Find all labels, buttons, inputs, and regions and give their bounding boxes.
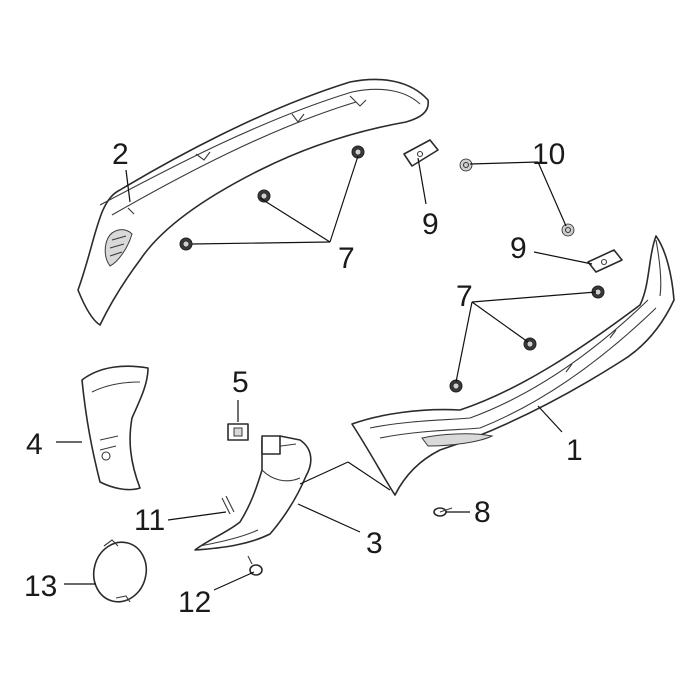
callout-4: 4 — [26, 428, 43, 461]
callout-3: 3 — [366, 527, 383, 560]
part-10-nut-lower — [561, 223, 575, 237]
callout-12: 12 — [178, 586, 211, 619]
part-5-clip — [227, 423, 249, 441]
part-12-screw — [247, 555, 263, 576]
part-9-upper-tab — [403, 139, 439, 167]
part-9-lower-tab — [587, 249, 623, 273]
callout-8: 8 — [474, 496, 491, 529]
callout-7-upper: 7 — [338, 242, 355, 275]
part-7-grommet — [351, 145, 365, 159]
callout-labels: 1 2 3 4 5 7 7 8 9 9 10 11 12 13 — [24, 138, 583, 619]
leader-lines — [56, 155, 597, 591]
callout-9-lower: 9 — [510, 232, 527, 265]
callout-2: 2 — [112, 138, 129, 171]
part-3-lower-bracket — [194, 435, 312, 551]
part-4-inner-cover — [81, 365, 149, 491]
part-11-pin — [221, 495, 235, 515]
callout-9-upper: 9 — [422, 208, 439, 241]
callout-1: 1 — [566, 434, 583, 467]
callout-11: 11 — [134, 504, 165, 537]
callout-10: 10 — [532, 138, 565, 171]
part-10-nut-upper — [459, 158, 473, 172]
part-2-left-side-panel — [77, 78, 430, 326]
part-13-round-cap — [92, 539, 148, 603]
part-1-right-side-panel — [351, 235, 675, 496]
callout-13: 13 — [24, 570, 57, 603]
callout-5: 5 — [232, 366, 249, 399]
callout-7-lower: 7 — [456, 280, 473, 313]
part-7-grommet — [179, 237, 193, 251]
